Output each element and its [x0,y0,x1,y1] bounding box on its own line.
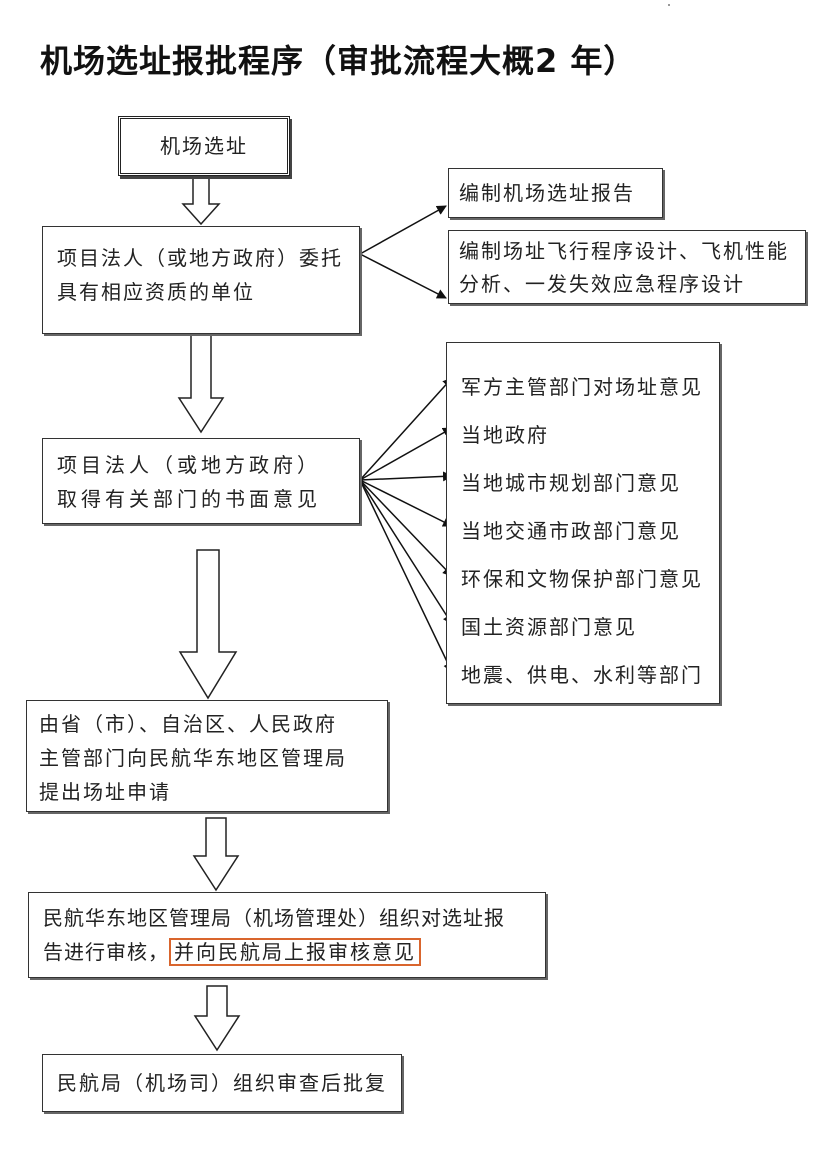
report-box-1: 编制机场选址报告 [448,168,663,218]
down-arrow-1 [181,175,221,226]
step4-line-2: 告进行审核，并向民航局上报审核意见 [43,935,531,969]
report-2-line-1: 编制场址飞行程序设计、飞机性能 [459,239,789,263]
fan-line-opinion-2 [359,427,453,481]
step1-line-1: 项目法人（或地方政府）委托 [57,246,343,270]
fan-line-opinion-5 [359,479,453,577]
fan-line-opinion-3 [359,471,453,482]
opinion-item: 军方主管部门对场址意见 [461,375,703,399]
opinions-box: 军方主管部门对场址意见 当地政府 当地城市规划部门意见 当地交通市政部门意见 环… [446,342,720,704]
step1-line-2: 具有相应资质的单位 [57,280,255,304]
fan-line-opinion-4 [359,479,453,527]
start-label: 机场选址 [160,134,248,158]
fan-line-opinion-1 [359,377,453,481]
page-title: 机场选址报批程序（审批流程大概2 年） [40,42,637,80]
step4-line-1: 民航华东地区管理局（机场管理处）组织对选址报 [43,906,505,930]
opinion-item: 地震、供电、水利等部门 [461,663,703,687]
opinion-item: 环保和文物保护部门意见 [461,567,703,591]
step2-box: 项目法人（或地方政府） 取得有关部门的书面意见 [42,438,360,524]
opinion-item: 国土资源部门意见 [461,615,637,639]
opinion-item: 当地城市规划部门意见 [461,471,681,495]
start-box: 机场选址 [118,116,290,176]
step3-line-3: 提出场址申请 [39,780,171,804]
opinion-item: 当地政府 [461,423,549,447]
step5-box: 民航局（机场司）组织审查后批复 [42,1054,402,1112]
report-box-2: 编制场址飞行程序设计、飞机性能 分析、一发失效应急程序设计 [448,230,806,304]
down-arrow-3 [178,549,238,700]
step2-line-2: 取得有关部门的书面意见 [57,487,321,511]
step5-label: 民航局（机场司）组织审查后批复 [57,1071,387,1095]
step4-line-2-prefix: 告进行审核， [43,940,169,964]
step2-line-1: 项目法人（或地方政府） [57,453,321,477]
fan-line-report-1 [359,205,447,255]
fan-line-opinion-7 [359,479,453,673]
step1-box: 项目法人（或地方政府）委托 具有相应资质的单位 [42,226,360,334]
step4-box: 民航华东地区管理局（机场管理处）组织对选址报 告进行审核，并向民航局上报审核意见 [28,892,546,978]
report-1-label: 编制机场选址报告 [459,181,635,205]
fan-line-opinion-6 [359,479,453,625]
opinion-item: 当地交通市政部门意见 [461,519,681,543]
down-arrow-5 [193,985,241,1052]
step3-line-1: 由省（市）、自治区、人民政府 [39,712,337,736]
stray-dot [668,4,670,6]
step3-line-2: 主管部门向民航华东地区管理局 [39,746,347,770]
down-arrow-2 [177,333,225,434]
step3-box: 由省（市）、自治区、人民政府 主管部门向民航华东地区管理局 提出场址申请 [26,700,388,812]
report-2-line-2: 分析、一发失效应急程序设计 [459,272,745,296]
highlighted-text: 并向民航局上报审核意见 [169,938,421,966]
down-arrow-4 [192,817,240,892]
fan-line-report-2 [359,253,447,299]
